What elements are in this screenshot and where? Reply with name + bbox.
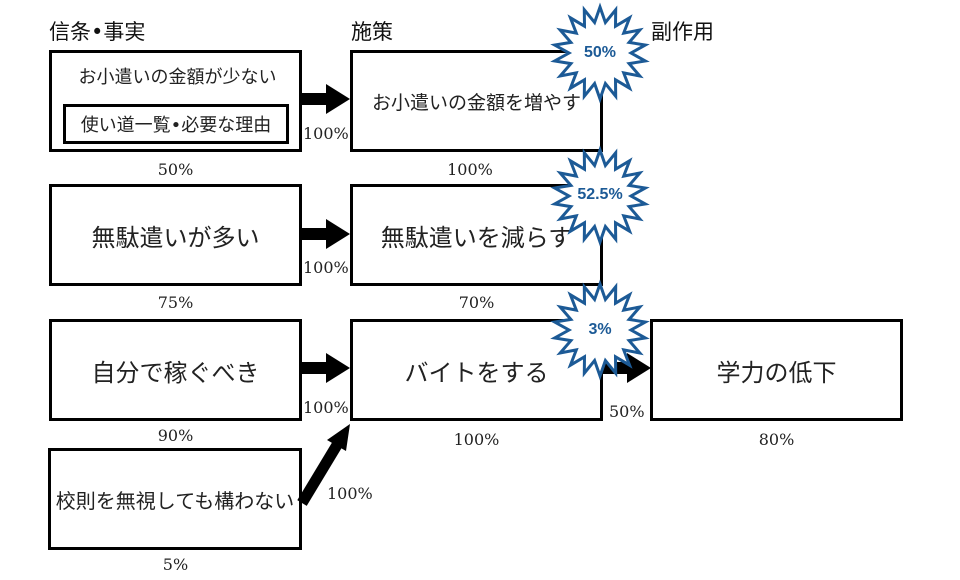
arrow-belief1-measure1 xyxy=(302,84,350,114)
measure-label-3: バイトをする xyxy=(404,358,549,387)
measure-pct-2: 70% xyxy=(458,293,495,312)
risk-label-1: 50% xyxy=(583,44,617,61)
header-measures: 施策 xyxy=(351,20,393,44)
header-beliefs: 信条•事実 xyxy=(49,20,146,44)
arrow-belief2-measure2 xyxy=(302,219,350,249)
belief-label-3: 自分で稼ぐべき xyxy=(91,358,260,387)
measure-box-1[interactable]: お小遣いの金額を増やす xyxy=(350,50,603,152)
arrow-weight-5: 50% xyxy=(609,402,645,421)
side-effect-box-1[interactable]: 学力の低下 xyxy=(650,319,903,421)
belief-label-1: お小遣いの金額が少ない xyxy=(78,67,277,88)
belief-box-3[interactable]: 自分で稼ぐべき xyxy=(49,319,302,421)
belief-pct-2: 75% xyxy=(157,293,194,312)
arrow-measure3-side-effect xyxy=(603,353,651,383)
arrow-weight-2: 100% xyxy=(303,258,349,277)
belief-pct-4: 5% xyxy=(162,555,189,574)
belief-label-2: 無駄遣いが多い xyxy=(91,223,260,252)
side-effect-label-1: 学力の低下 xyxy=(716,358,837,387)
belief-box-2[interactable]: 無駄遣いが多い xyxy=(49,184,302,286)
arrow-belief3-measure3 xyxy=(302,353,350,383)
header-side-effects: 副作用 xyxy=(651,20,714,44)
arrow-weight-3: 100% xyxy=(303,398,349,417)
measure-label-2: 無駄遣いを減らす xyxy=(380,223,573,252)
belief-label-4: 校則を無視しても構わない xyxy=(55,488,295,513)
belief-box-4[interactable]: 校則を無視しても構わない xyxy=(48,448,302,550)
arrow-weight-1: 100% xyxy=(303,124,349,143)
risk-label-3: 3% xyxy=(588,321,612,338)
belief-pct-3: 90% xyxy=(157,426,194,445)
measure-label-1: お小遣いの金額を増やす xyxy=(371,91,581,114)
belief-pct-1: 50% xyxy=(157,160,194,179)
belief-sub-box-1[interactable]: 使い道一覧•必要な理由 xyxy=(63,104,289,144)
measure-pct-1: 100% xyxy=(447,160,493,179)
risk-label-2: 52.5% xyxy=(577,186,623,203)
measure-pct-3: 100% xyxy=(453,430,500,449)
arrow-weight-4: 100% xyxy=(327,484,373,503)
side-effect-pct-1: 80% xyxy=(758,430,795,449)
